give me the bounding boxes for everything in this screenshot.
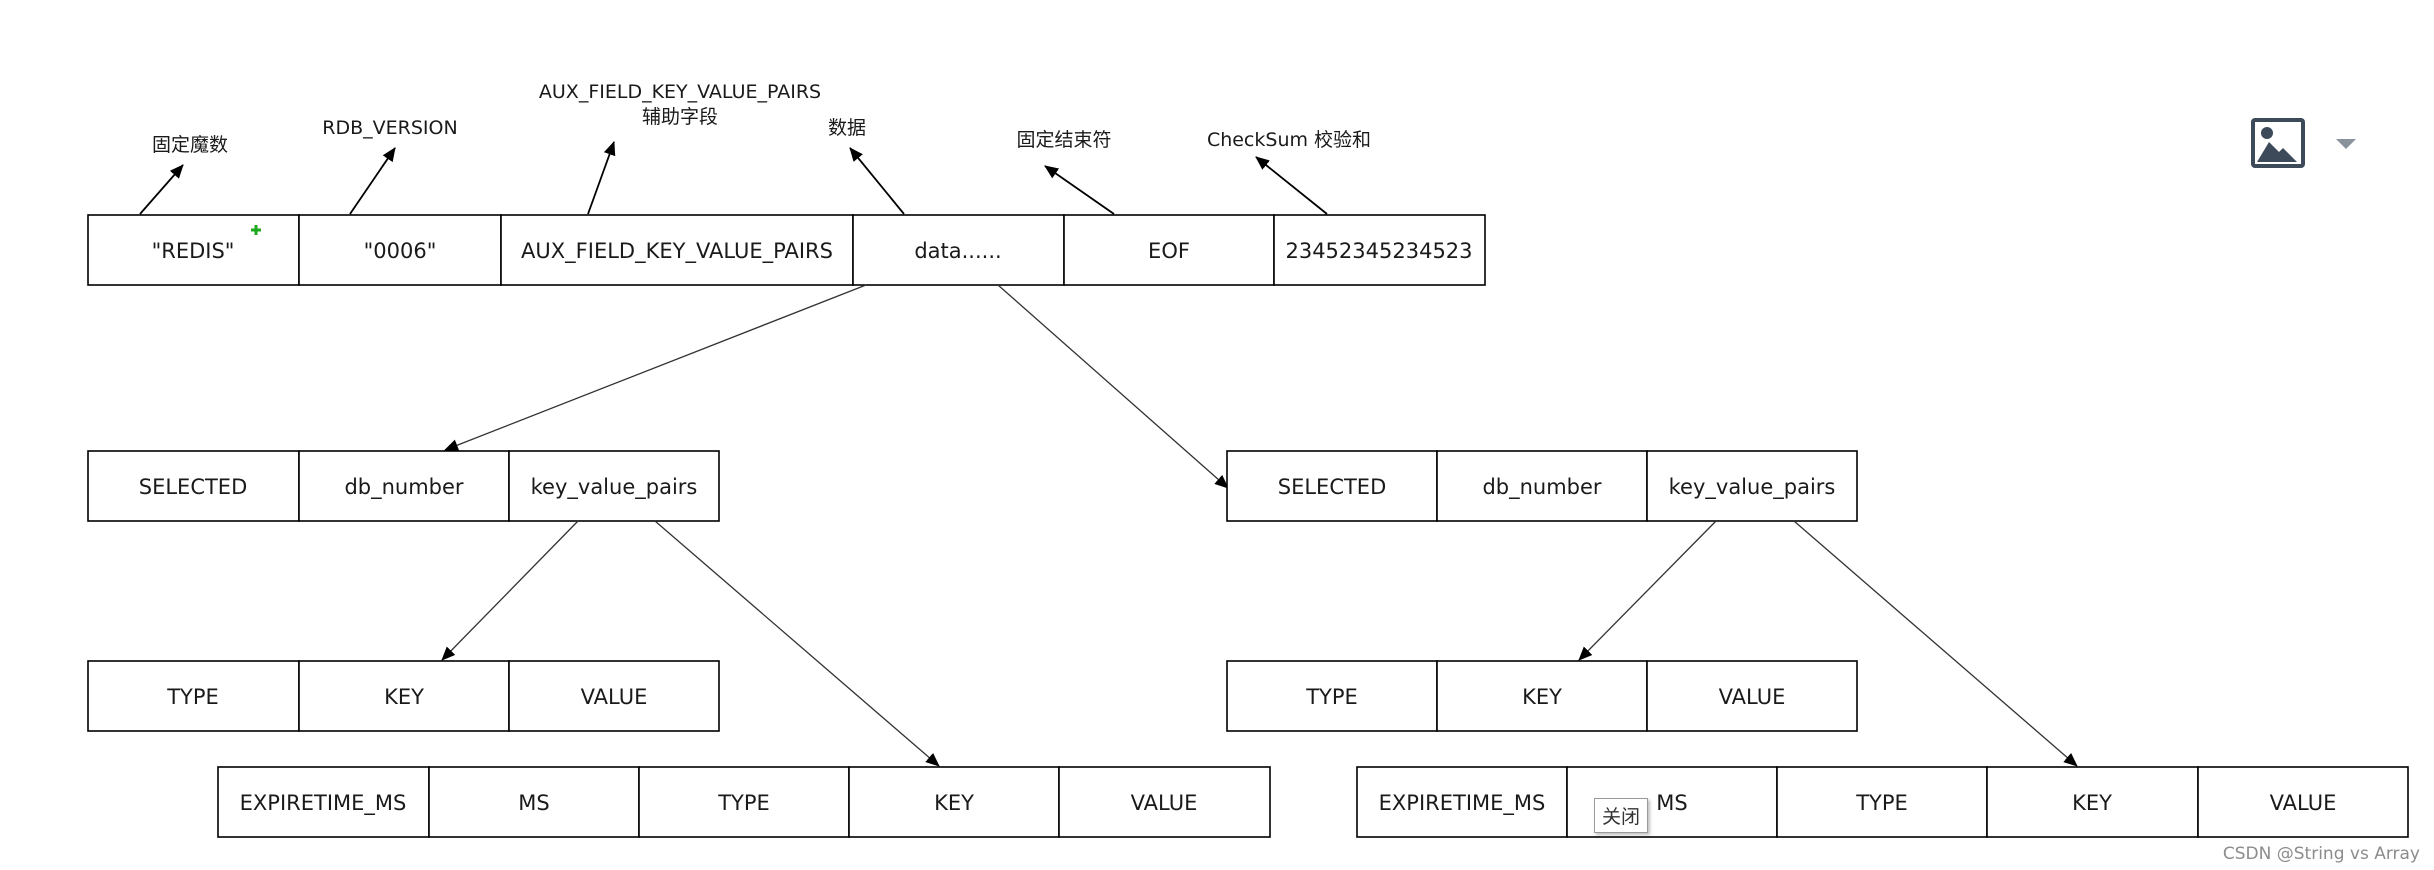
image-icon[interactable] (2251, 118, 2305, 168)
right-value-label: VALUE (1719, 685, 1786, 709)
version-cell-label: "0006" (364, 239, 437, 263)
right-expire-cell (1356, 766, 1568, 838)
left-exp-type-label: TYPE (717, 791, 770, 815)
annotation-aux-line2: 辅助字段 (642, 106, 718, 128)
right-selected-label: SELECTED (1278, 475, 1387, 499)
magic-cell-label: "REDIS" (152, 239, 235, 263)
arrow-right-to-expire (1793, 520, 2078, 767)
left-kv-pairs-label: key_value_pairs (531, 475, 698, 500)
annotations: 固定魔数 RDB_VERSION AUX_FIELD_KEY_VALUE_PAI… (139, 81, 1371, 215)
arrow-left-to-expire (654, 520, 940, 767)
arrow-version (349, 147, 396, 215)
left-expire-cell (217, 766, 430, 838)
arrow-data-to-db-right (997, 284, 1229, 489)
eof-cell (1063, 214, 1275, 286)
eof-cell-label: EOF (1148, 239, 1190, 263)
arrow-left-to-kv (441, 520, 579, 661)
checksum-cell (1273, 214, 1486, 286)
left-kv-pairs-cell (508, 450, 720, 522)
plus-marker-icon (251, 225, 261, 235)
left-value-cell (508, 660, 720, 732)
left-ms-label: MS (518, 791, 549, 815)
left-exp-value-cell (1058, 766, 1271, 838)
right-exp-type-label: TYPE (1855, 791, 1908, 815)
right-exp-value-label: VALUE (2270, 791, 2337, 815)
arrow-checksum (1255, 156, 1328, 215)
annotation-aux-line1: AUX_FIELD_KEY_VALUE_PAIRS (539, 81, 821, 103)
right-selected-cell (1226, 450, 1438, 522)
left-exp-type-cell (638, 766, 850, 838)
arrow-aux (587, 141, 616, 215)
right-value-cell (1646, 660, 1858, 732)
checksum-cell-label: 23452345234523 (1285, 239, 1472, 263)
annotation-data: 数据 (828, 117, 866, 139)
watermark: CSDN @String vs Array (2222, 844, 2420, 864)
annotation-eof: 固定结束符 (1016, 129, 1111, 151)
right-exp-key-label: KEY (2072, 791, 2112, 815)
right-ms-label: MS (1656, 791, 1687, 815)
left-type-cell (87, 660, 300, 732)
right-exp-type-cell (1776, 766, 1988, 838)
left-selected-cell (87, 450, 300, 522)
left-ms-cell (428, 766, 640, 838)
right-exp-value-cell (2197, 766, 2409, 838)
magic-cell (87, 214, 300, 286)
header-row: "REDIS" "0006" AUX_FIELD_KEY_VALUE_PAIRS… (87, 214, 1486, 286)
annotation-version: RDB_VERSION (322, 117, 457, 139)
arrow-data-to-db-left (444, 284, 867, 451)
left-value-label: VALUE (581, 685, 648, 709)
arrow-eof (1044, 165, 1115, 215)
left-exp-key-label: KEY (934, 791, 974, 815)
right-exp-key-cell (1986, 766, 2199, 838)
db-block-left: SELECTED db_number key_value_pairs TYPE … (87, 450, 1271, 838)
annotation-checksum: CheckSum 校验和 (1207, 129, 1371, 151)
arrow-data (849, 147, 905, 215)
left-key-cell (298, 660, 510, 732)
right-type-cell (1226, 660, 1438, 732)
right-db-number-label: db_number (1482, 475, 1601, 500)
left-expire-label: EXPIRETIME_MS (240, 791, 407, 816)
left-exp-key-cell (848, 766, 1060, 838)
left-db-number-cell (298, 450, 510, 522)
left-selected-label: SELECTED (139, 475, 248, 499)
right-type-label: TYPE (1305, 685, 1358, 709)
left-key-label: KEY (384, 685, 424, 709)
chevron-down-icon[interactable] (2336, 139, 2356, 149)
arrow-magic (139, 164, 184, 215)
version-cell (298, 214, 502, 286)
right-kv-pairs-label: key_value_pairs (1669, 475, 1836, 500)
right-key-cell (1436, 660, 1648, 732)
right-key-label: KEY (1522, 685, 1562, 709)
right-expire-label: EXPIRETIME_MS (1379, 791, 1546, 816)
right-db-number-cell (1436, 450, 1648, 522)
aux-cell-label: AUX_FIELD_KEY_VALUE_PAIRS (521, 239, 833, 264)
left-type-label: TYPE (166, 685, 219, 709)
data-cell-label: data...... (914, 239, 1001, 263)
left-db-number-label: db_number (344, 475, 463, 500)
db-block-right: SELECTED db_number key_value_pairs TYPE … (1226, 450, 2409, 838)
arrow-right-to-kv (1578, 520, 1717, 661)
aux-cell (500, 214, 854, 286)
data-cell (852, 214, 1065, 286)
close-tooltip: 关闭 (1594, 798, 1649, 833)
right-kv-pairs-cell (1646, 450, 1858, 522)
annotation-magic: 固定魔数 (152, 134, 228, 156)
left-exp-value-label: VALUE (1131, 791, 1198, 815)
